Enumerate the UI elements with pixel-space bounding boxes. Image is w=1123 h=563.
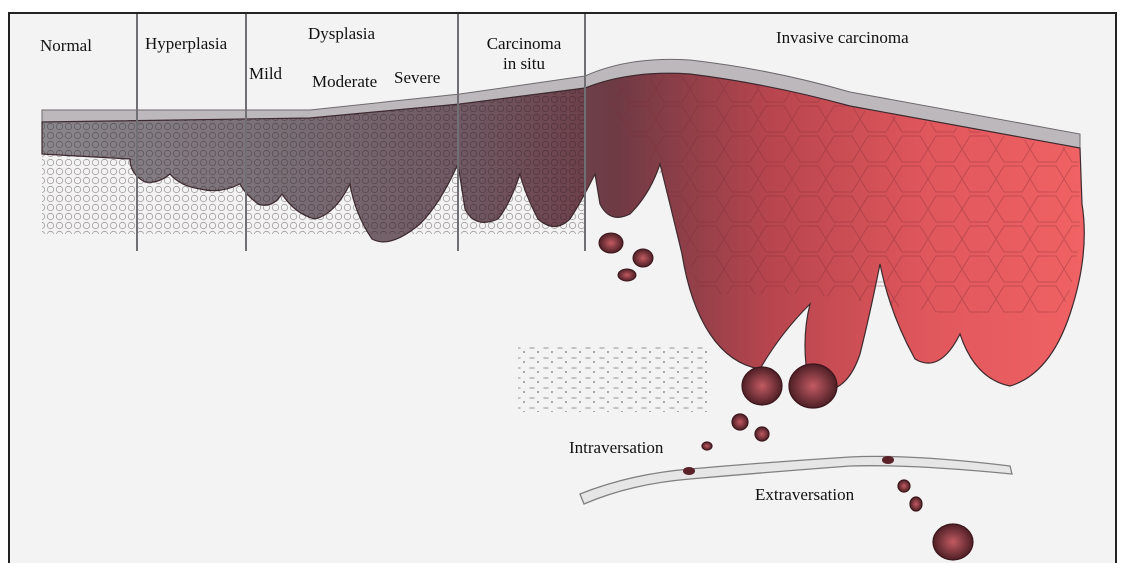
diagram-frame: Normal Hyperplasia Dysplasia Mild Modera… xyxy=(8,12,1117,563)
label-cis-line1: Carcinoma xyxy=(470,34,578,54)
label-moderate: Moderate xyxy=(312,72,377,92)
tumor-nests-upper xyxy=(599,233,653,281)
carcinogenesis-illustration xyxy=(10,14,1117,563)
label-hyperplasia: Hyperplasia xyxy=(145,34,227,54)
label-normal: Normal xyxy=(40,36,92,56)
label-cis-line2: in situ xyxy=(470,54,578,74)
label-carcinoma-in-situ: Carcinoma in situ xyxy=(470,34,578,74)
label-intravasation: Intraversation xyxy=(569,438,663,458)
label-mild: Mild xyxy=(249,64,282,84)
label-severe: Severe xyxy=(394,68,440,88)
label-invasive-carcinoma: Invasive carcinoma xyxy=(776,28,909,48)
label-dysplasia: Dysplasia xyxy=(308,24,375,44)
stroma-region xyxy=(518,344,710,412)
label-extravasation: Extraversation xyxy=(755,485,854,505)
invasive-cell-texture xyxy=(600,75,1080,314)
